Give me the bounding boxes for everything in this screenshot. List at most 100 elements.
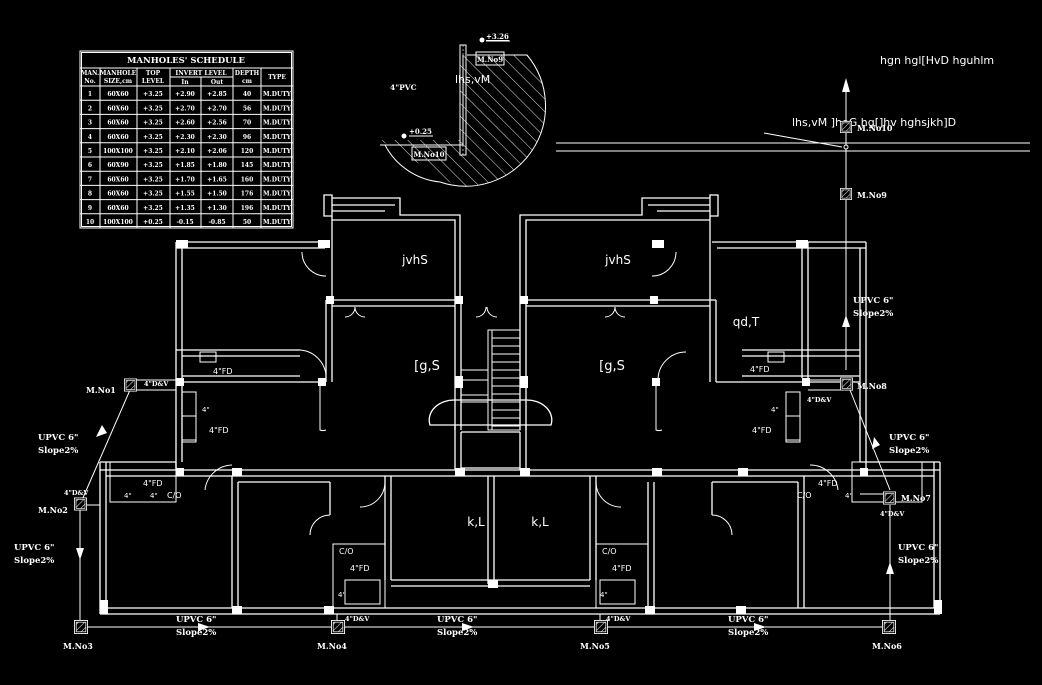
four-inch-label-7: 4" [845,492,853,500]
schedule-cell: 50 [243,219,251,226]
schedule-cell: +1.85 [175,162,195,169]
schedule-cell: +2.10 [175,148,195,155]
schedule-cell: +1.70 [175,176,195,183]
room-label-kitchen-right: k,L [531,515,549,529]
dv-label-8: 4"D&V [807,396,832,404]
schedule-cell: 4 [88,134,92,141]
manhole-2-icon [74,497,87,511]
schedule-cell: 100X100 [103,148,133,155]
header-manhole: MANHOLE [100,70,137,77]
column [455,376,463,388]
header-man: MAN. [81,70,100,77]
manhole-section-detail: M.No9 M.No10 +3.26 +0.25 4"PVC lhs,vM [380,32,546,187]
fd-label-5: 4"FD [612,564,632,573]
schedule-cell: M.DUTY [263,91,292,98]
manhole-1-label: M.No1 [86,385,116,395]
schedule-cell: 60X60 [107,191,128,198]
co-label-4: C/O [797,491,812,500]
schedule-cell: 100X100 [103,219,133,226]
dv-label-5: 4"D&V [606,615,631,623]
manhole-7-label: M.No7 [901,493,931,503]
schedule-cell: 145 [241,162,254,169]
schedule-cell: 160 [241,176,254,183]
floor-plan: jvhS jvhS [g,S [g,S k,L k,L qd,T [99,194,942,615]
schedule-cell: +3.25 [143,105,163,112]
schedule-cell: 56 [243,105,251,112]
column [176,468,184,476]
section-wall-label: lhs,vM [455,73,490,86]
header-cm: cm [242,78,253,85]
column [100,600,108,614]
column [652,240,664,248]
fd-label-6: 4"FD [818,479,838,488]
manhole-8-icon [840,377,853,391]
schedule-cell: +3.25 [143,205,163,212]
schedule-cell: +3.25 [143,134,163,141]
schedule-cell: 60X60 [107,134,128,141]
site-mh10-label: M.No10 [857,123,893,133]
four-inch-label-1: 4" [202,406,210,414]
column [860,468,868,476]
schedule-cell: M.DUTY [263,148,292,155]
schedule-cell: 96 [243,134,251,141]
column [326,296,334,304]
section-mh10-label: M.No10 [414,150,445,159]
schedule-cell: 40 [243,91,251,98]
header-in: In [181,79,189,86]
column [650,296,658,304]
four-inch-label-3: 4" [124,492,132,500]
column [652,468,662,476]
upvc-pipe-label: UPVC 6" [38,433,78,443]
schedule-cell: -0.15 [176,219,193,226]
column [488,580,498,588]
schedule-cell: +2.60 [175,120,195,127]
schedule-cell: M.DUTY [263,191,292,198]
schedule-cell: 196 [241,205,254,212]
column [645,606,655,614]
four-inch-label-6: 4" [600,591,608,599]
header-level: LEVEL [142,78,165,85]
column [738,468,748,476]
fd-label-7: 4"FD [752,426,772,435]
header-invert-level: INVERT LEVEL [175,70,227,77]
manhole-6-icon [881,620,897,634]
header-out: Out [211,79,224,86]
room-label-hall-right: [g,S [599,359,625,374]
room-label-balcony-left: jvhS [401,253,428,267]
column [802,378,810,386]
co-label-2: C/O [339,547,354,556]
column [318,240,330,248]
schedule-cell: +3.25 [143,120,163,127]
site-mh9-label: M.No9 [857,190,887,200]
level-top: +3.26 [486,32,509,41]
four-inch-label-5: 4" [338,591,346,599]
schedule-cell: +3.25 [143,148,163,155]
schedule-cell: M.DUTY [263,134,292,141]
schedule-cell: +1.80 [207,162,227,169]
manhole-4-label: M.No4 [317,641,347,651]
column [520,376,528,388]
schedule-cell: +3.25 [143,91,163,98]
column [318,378,326,386]
schedule-cell: 60X60 [107,91,128,98]
schedule-cell: +1.50 [207,191,227,198]
column [455,468,465,476]
schedule-cell: +2.85 [207,91,227,98]
slope-label: Slope2% [898,556,938,566]
column [232,468,242,476]
schedule-cell: +1.65 [207,176,227,183]
column [232,606,242,614]
manholes-schedule-table: MANHOLES' SCHEDULE MAN. No. MANHOLE SIZE… [79,50,294,229]
column [324,606,334,614]
schedule-cell: M.DUTY [263,219,292,226]
slope-label: Slope2% [728,628,768,638]
schedule-cell: -0.85 [208,219,225,226]
drainage-network: M.No1 M.No2 M.No3 M.No4 M.No5 M.No6 M.No… [14,296,938,651]
